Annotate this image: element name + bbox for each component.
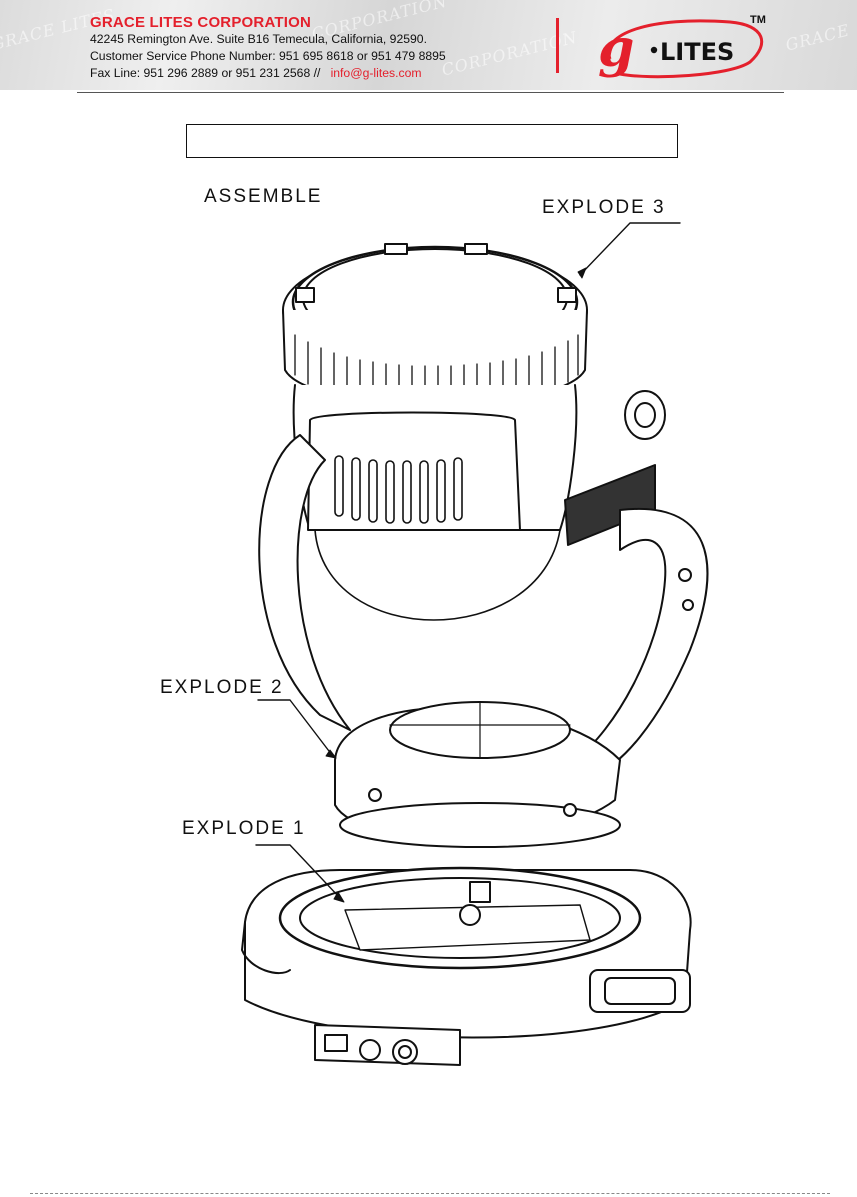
trademark-mark: TM [750, 14, 766, 26]
title-box [186, 124, 678, 158]
exploded-assembly-diagram [150, 170, 720, 1070]
company-name: GRACE LITES CORPORATION [90, 14, 311, 31]
letterhead: GRACE LITES CORPORATION CORPORATION GRAC… [0, 0, 857, 90]
fax-text: Fax Line: 951 296 2889 or 951 231 2568 /… [90, 66, 320, 80]
phone-line: Customer Service Phone Number: 951 695 8… [90, 49, 446, 63]
svg-text:LITES: LITES [660, 38, 734, 66]
address-line: 42245 Remington Ave. Suite B16 Temecula,… [90, 32, 427, 46]
fax-line: Fax Line: 951 296 2889 or 951 231 2568 /… [90, 66, 422, 80]
watermark: GRACE [784, 20, 852, 54]
svg-text:g: g [598, 18, 634, 79]
assemble-label: ASSEMBLE [204, 186, 322, 208]
page-footer-rule [30, 1193, 830, 1194]
email-link[interactable]: info@g-lites.com [331, 66, 422, 80]
explode-2-label: EXPLODE 2 [160, 677, 284, 699]
explode-3-label: EXPLODE 3 [542, 197, 666, 219]
explode-1-label: EXPLODE 1 [182, 818, 306, 840]
header-divider [556, 18, 559, 73]
header-rule [77, 92, 784, 93]
